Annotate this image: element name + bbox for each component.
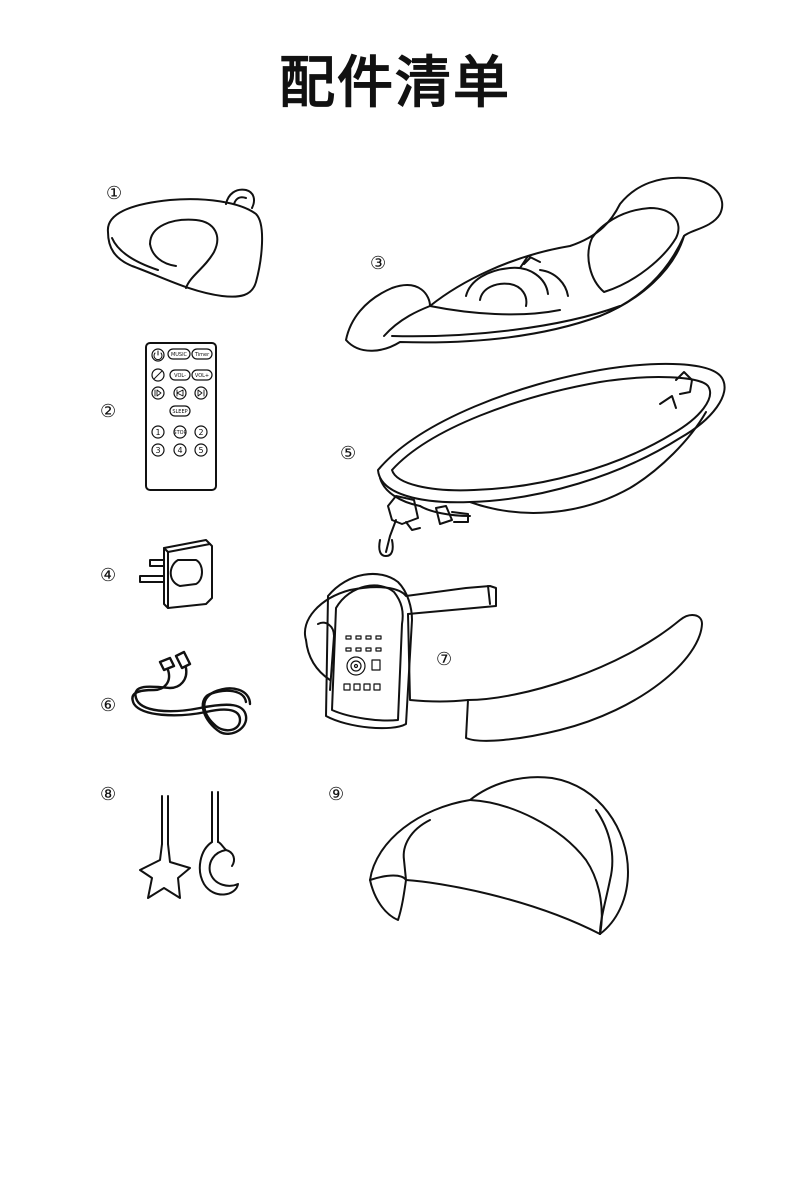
seat-frame-drawing xyxy=(377,362,726,557)
seat-cushion-drawing xyxy=(345,176,724,352)
label-item-9: ⑨ xyxy=(328,784,345,805)
label-item-2: ② xyxy=(100,401,117,422)
remote-key-5: 5 xyxy=(198,446,203,455)
label-item-3: ③ xyxy=(370,253,387,274)
power-adapter-drawing xyxy=(139,539,213,609)
remote-timer-label: Timer xyxy=(194,352,210,358)
remote-key-3: 3 xyxy=(155,446,160,455)
remote-vol-down-label: VOL- xyxy=(174,373,186,379)
remote-key-1: 1 xyxy=(155,428,160,437)
remote-key-2: 2 xyxy=(198,428,203,437)
remote-sleep-label: SLEEP xyxy=(172,409,187,415)
swing-base-drawing xyxy=(303,572,703,742)
label-item-1: ① xyxy=(106,183,123,204)
canopy-drawing xyxy=(369,776,629,935)
hanging-toys-drawing xyxy=(139,791,239,899)
usb-cable-drawing xyxy=(131,650,252,735)
label-item-8: ⑧ xyxy=(100,784,117,805)
head-pillow-drawing xyxy=(106,188,264,298)
remote-stop-label: STOP xyxy=(173,430,186,436)
remote-vol-up-label: VOL+ xyxy=(195,373,209,379)
label-item-7: ⑦ xyxy=(436,649,453,670)
remote-key-4: 4 xyxy=(177,446,182,455)
label-item-5: ⑤ xyxy=(340,443,357,464)
page-title: 配件清单 xyxy=(279,51,511,116)
remote-music-label: MUSIC xyxy=(171,352,188,358)
label-item-6: ⑥ xyxy=(100,695,117,716)
label-item-4: ④ xyxy=(100,565,117,586)
remote-control-drawing: MUSIC Timer VOL- VOL+ SLEEP STOP 1 2 3 4… xyxy=(145,342,217,491)
